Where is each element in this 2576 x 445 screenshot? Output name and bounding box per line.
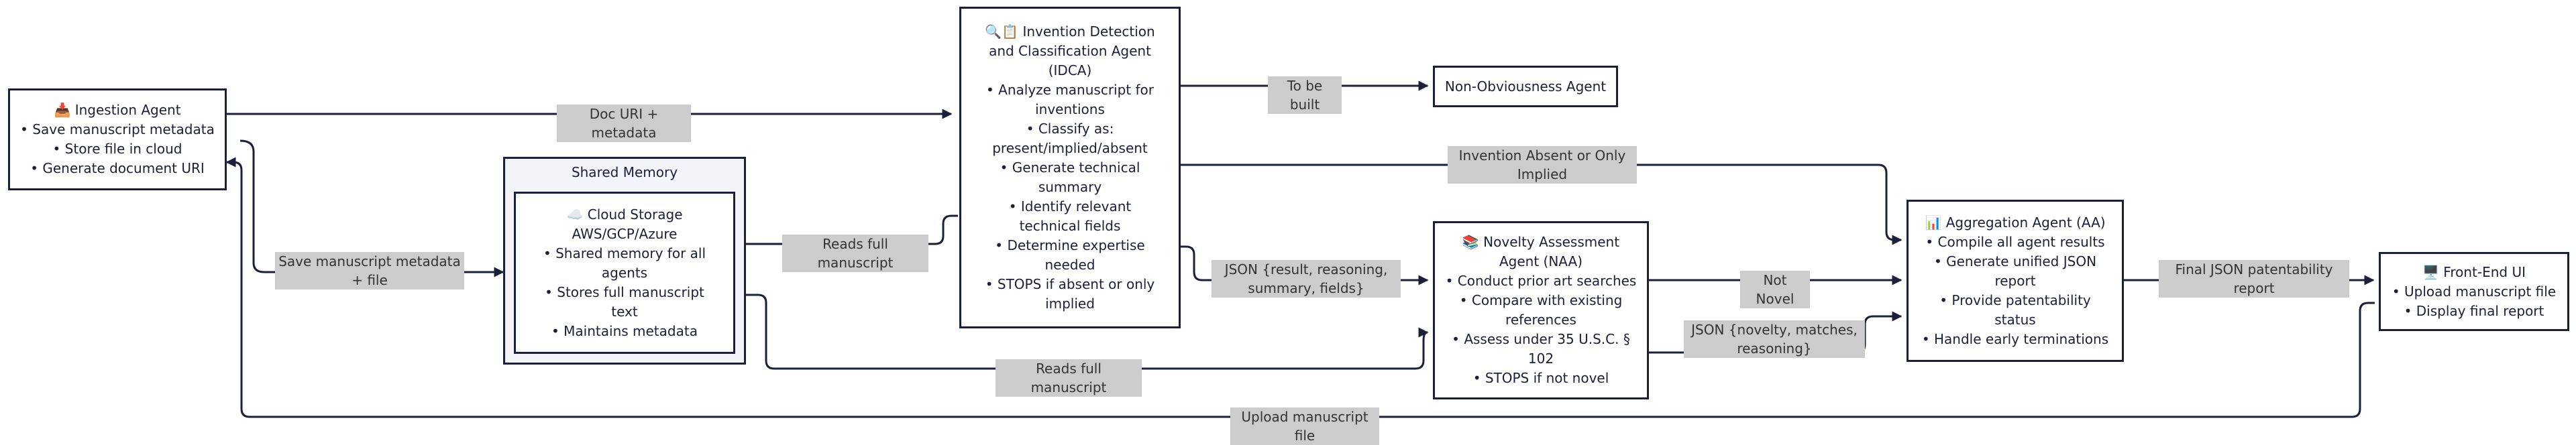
edge-label-upload: Upload manuscript file <box>1230 407 1379 445</box>
node-title: ☁️ Cloud Storage <box>566 206 683 222</box>
node-line: report <box>1994 272 2036 289</box>
edge-label-line: Invention Absent or Only <box>1458 147 1626 164</box>
node-line: AWS/GCP/Azure <box>572 225 678 242</box>
node-title: 🔍📋 Invention Detection <box>985 23 1155 40</box>
node-line: technical fields <box>1019 217 1121 234</box>
edge-label-to-be-built: To be built <box>1268 76 1342 114</box>
edge-label-line: Doc URI + metadata <box>589 106 659 141</box>
non-obviousness-agent-node: Non-Obviousness Agent <box>1433 66 1618 107</box>
group-title: Shared Memory <box>571 164 678 180</box>
edge-label-final-json: Final JSON patentability report <box>2159 260 2349 298</box>
node-line: • Store file in cloud <box>52 141 182 157</box>
node-line: 102 <box>1527 351 1554 367</box>
node-line: • Classify as: <box>1026 120 1114 137</box>
edge-label-json-novelty: JSON {novelty, matches, reasoning} <box>1684 320 1865 358</box>
node-line: inventions <box>1035 101 1105 117</box>
node-line: agents <box>601 264 648 281</box>
node-line: • Identify relevant <box>1008 198 1132 214</box>
naa-node: 📚 Novelty Assessment Agent (NAA) • Condu… <box>1433 221 1649 399</box>
node-line: needed <box>1044 256 1095 273</box>
node-line: • Conduct prior art searches <box>1445 273 1637 289</box>
node-title: 🖥️ Front-End UI <box>2422 263 2526 280</box>
edge-layer <box>225 80 2375 418</box>
edge-reads-full-2 <box>737 294 1429 370</box>
node-line: references <box>1505 312 1576 328</box>
cloud-storage-node: ☁️ Cloud Storage AWS/GCP/Azure • Shared … <box>514 192 735 354</box>
edge-label-line: Reads full manuscript <box>1030 361 1107 395</box>
node-line: • Save manuscript metadata <box>20 121 215 137</box>
edge-label-line: + file <box>352 272 388 288</box>
node-line: status <box>1994 311 2036 328</box>
node-title: 📥 Ingestion Agent <box>54 102 181 118</box>
edge-label-line: Final JSON patentability <box>2175 261 2333 277</box>
edge-label-save-metadata: Save manuscript metadata + file <box>275 252 464 290</box>
edge-label-line: Implied <box>1517 166 1568 182</box>
edge-label-line: summary, fields} <box>1248 280 1364 296</box>
node-line: • Compare with existing <box>1459 292 1623 308</box>
edge-label-not-novel: Not Novel <box>1740 271 1810 308</box>
node-line: summary <box>1038 178 1102 195</box>
edge-save-metadata <box>239 139 504 277</box>
edge-label-line: Upload manuscript file <box>1241 409 1368 444</box>
node-line: • Provide patentability <box>1939 292 2091 308</box>
node-line: • Shared memory for all <box>543 245 706 261</box>
node-title: and Classification Agent <box>989 42 1151 59</box>
node-line: • Maintains metadata <box>551 322 698 339</box>
node-line: text <box>611 303 638 320</box>
node-title: Agent (NAA) <box>1499 253 1583 269</box>
edge-label-line: JSON {novelty, matches, <box>1691 322 1858 338</box>
edge-label-invention-absent: Invention Absent or Only Implied <box>1448 146 1637 184</box>
edge-label-doc-uri: Doc URI + metadata <box>557 105 691 142</box>
node-line: • STOPS if not novel <box>1472 370 1609 386</box>
edge-invention-absent <box>1181 164 1902 245</box>
node-title: Non-Obviousness Agent <box>1444 78 1607 94</box>
edge-label-line: Save manuscript metadata <box>278 253 461 269</box>
idca-node: 🔍📋 Invention Detection and Classificatio… <box>959 7 1181 328</box>
node-line: • Determine expertise <box>995 237 1145 253</box>
node-line: • Compile all agent results <box>1925 233 2105 250</box>
edge-label-reads-full-2: Reads full manuscript <box>996 359 1142 397</box>
aggregation-agent-node: 📊 Aggregation Agent (AA) • Compile all a… <box>1907 200 2124 362</box>
frontend-ui-node: 🖥️ Front-End UI • Upload manuscript file… <box>2379 252 2569 331</box>
node-title: 📊 Aggregation Agent (AA) <box>1925 214 2106 231</box>
node-line: • Generate unified JSON <box>1933 253 2097 269</box>
node-line: • Assess under 35 U.S.C. § <box>1452 331 1630 347</box>
node-line: • Generate document URI <box>30 160 205 176</box>
edge-label-line: JSON {result, reasoning, <box>1224 261 1388 277</box>
edge-label-line: Not Novel <box>1756 272 1794 307</box>
node-title: (IDCA) <box>1048 62 1092 78</box>
node-line: • Stores full manuscript <box>545 283 704 300</box>
edge-label-reads-full-1: Reads full manuscript <box>782 235 928 272</box>
ingestion-agent-node: 📥 Ingestion Agent • Save manuscript meta… <box>8 88 227 190</box>
edge-label-line: To be built <box>1287 78 1323 113</box>
edge-reads-full-1 <box>735 214 958 249</box>
node-line: • Analyze manuscript for <box>986 81 1154 98</box>
node-line: • Handle early terminations <box>1921 330 2109 347</box>
edge-label-line: report <box>2233 280 2275 296</box>
edge-label-line: reasoning} <box>1737 340 1812 357</box>
node-line: • STOPS if absent or only <box>985 275 1155 292</box>
node-line: present/implied/absent <box>992 139 1148 156</box>
edge-label-line: Reads full manuscript <box>817 236 894 271</box>
node-title: 📚 Novelty Assessment <box>1462 234 1620 250</box>
edge-label-json-result: JSON {result, reasoning, summary, fields… <box>1212 260 1401 298</box>
node-line: • Display final report <box>2404 302 2544 319</box>
node-line: • Upload manuscript file <box>2392 283 2557 300</box>
node-line: implied <box>1045 295 1095 312</box>
edge-json-result <box>1181 245 1429 285</box>
node-line: • Generate technical <box>1000 159 1140 176</box>
